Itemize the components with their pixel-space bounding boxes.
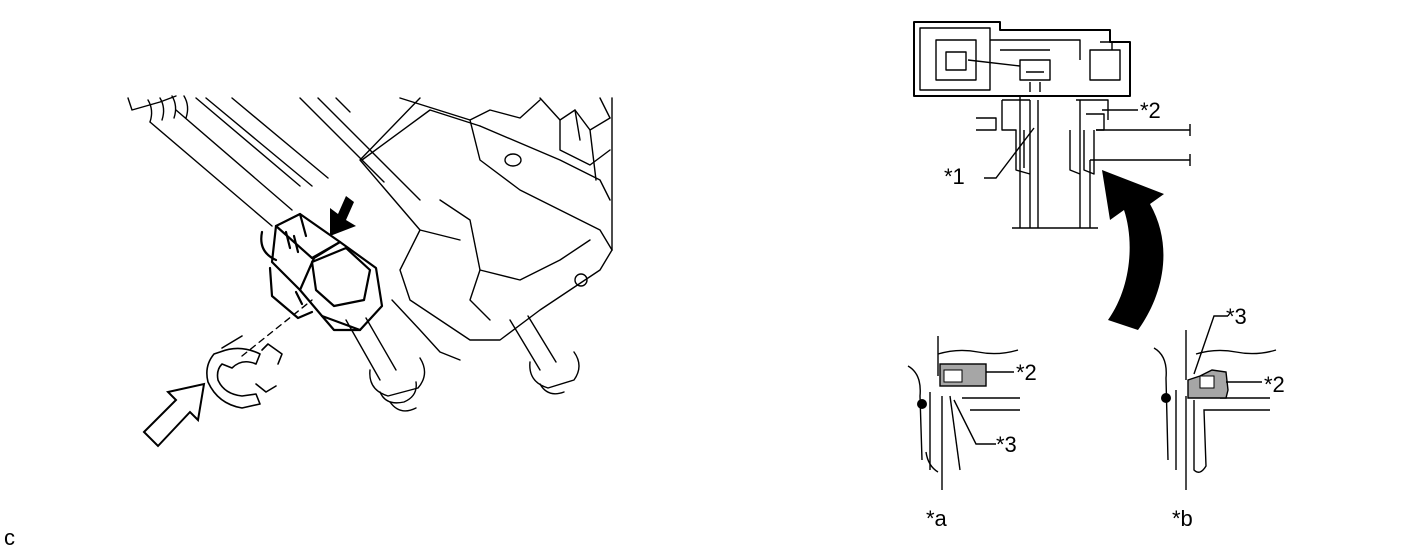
pipe-section <box>976 96 1191 229</box>
view-b-caption: *b <box>1172 506 1193 531</box>
insert-direction-arrow <box>142 382 206 448</box>
connector-perspective-view <box>127 95 613 448</box>
retainer-clip <box>206 335 283 409</box>
connector-cross-section: *1 *2 *2 *3 *a <box>907 21 1285 531</box>
quick-connector <box>260 212 384 332</box>
detail-a-label-2: *2 <box>1016 360 1037 385</box>
detail-a-label-3: *3 <box>996 432 1017 457</box>
pump-housing <box>299 97 613 361</box>
figure-code-letter: c <box>4 525 15 550</box>
detail-view-a: *2 *3 *a <box>907 336 1037 531</box>
detail-b-label-3: *3 <box>1226 304 1247 329</box>
connector-head-section <box>913 21 1131 97</box>
fuel-hose <box>127 95 329 227</box>
detail-b-label-2: *2 <box>1264 372 1285 397</box>
callout-1-label: *1 <box>944 164 965 189</box>
detail-curved-arrow <box>1102 170 1164 330</box>
push-down-arrow <box>330 196 356 236</box>
callout-1-leader <box>984 127 1035 179</box>
view-a-caption: *a <box>926 506 948 531</box>
insertion-guide-line <box>241 299 313 357</box>
o-ring-b <box>1161 393 1171 403</box>
fuel-pipe-lower <box>345 315 580 412</box>
o-ring-a <box>917 399 927 409</box>
callout-2-label: *2 <box>1140 98 1161 123</box>
detail-view-b: *2 *3 *b <box>1153 304 1285 531</box>
